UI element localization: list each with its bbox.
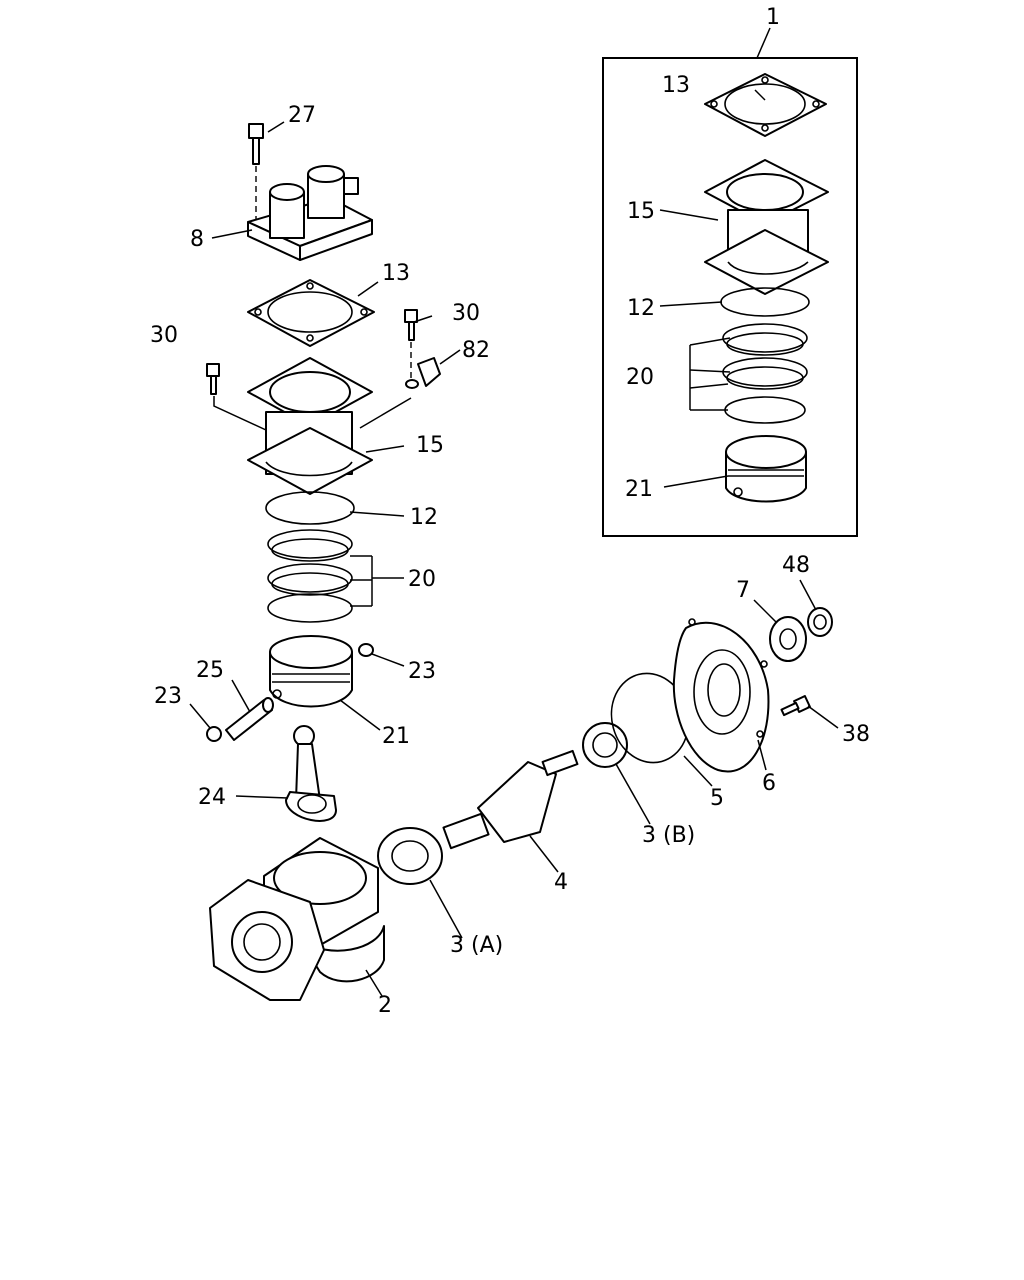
connecting-rod-24: [285, 725, 337, 822]
bearing-cover-6: [672, 618, 770, 773]
crankshaft-4: [442, 749, 579, 850]
leader-lines: [189, 89, 839, 997]
bolt-30-left: [206, 363, 267, 431]
callout-15-kit: 15: [627, 199, 655, 224]
callout-2: 2: [378, 993, 392, 1018]
kit-piston-21: [725, 435, 807, 503]
callout-30-left: 30: [150, 323, 178, 348]
callout-6: 6: [762, 771, 776, 796]
circlip-23-right: [358, 643, 374, 657]
callout-38: 38: [842, 722, 870, 747]
callout-1: 1: [766, 5, 780, 30]
callout-12-kit: 12: [627, 296, 655, 321]
cylinder-15: [247, 357, 373, 495]
callout-23-left: 23: [154, 684, 182, 709]
callout-13-kit: 13: [662, 73, 690, 98]
callout-labels: 1 13 15 12 20 21 27 8 13 30 30 82 15 12 …: [150, 5, 870, 1018]
callout-3b: 3 (B): [642, 823, 695, 848]
bearing-3a: [377, 827, 443, 885]
callout-12: 12: [410, 505, 438, 530]
callout-4: 4: [554, 870, 568, 895]
crankcase-2: [209, 837, 385, 1001]
callout-20: 20: [408, 567, 436, 592]
bolt-38: [780, 695, 811, 717]
callout-8: 8: [190, 227, 204, 252]
circlip-23-left: [206, 726, 222, 742]
callout-20-kit: 20: [626, 365, 654, 390]
callout-5: 5: [710, 786, 724, 811]
callout-3a: 3 (A): [450, 933, 503, 958]
piston-21: [269, 635, 353, 708]
piston-pin-25: [225, 697, 274, 741]
oring-12: [265, 491, 355, 525]
callout-15: 15: [416, 433, 444, 458]
bolt-30-right: [359, 309, 418, 429]
kit-box: [602, 27, 858, 537]
callout-21: 21: [382, 724, 410, 749]
seal-48: [807, 607, 833, 637]
callout-27: 27: [288, 103, 316, 128]
cylinder-head-8: [247, 165, 373, 261]
callout-82: 82: [462, 338, 490, 363]
callout-30-right: 30: [452, 301, 480, 326]
seal-7: [769, 616, 807, 662]
callout-25: 25: [196, 658, 224, 683]
callout-7: 7: [736, 578, 750, 603]
bolt-27: [248, 123, 264, 222]
clip-82: [405, 357, 441, 389]
kit-gasket-13: [704, 73, 827, 137]
callout-13: 13: [382, 261, 410, 286]
gasket-13: [247, 279, 375, 347]
callout-23-right: 23: [408, 659, 436, 684]
callout-24: 24: [198, 785, 226, 810]
callout-21-kit: 21: [625, 477, 653, 502]
callout-48: 48: [782, 553, 810, 578]
kit-piston-rings-20: [722, 323, 808, 424]
kit-cylinder-15: [704, 159, 829, 295]
piston-rings-20: [267, 529, 353, 623]
